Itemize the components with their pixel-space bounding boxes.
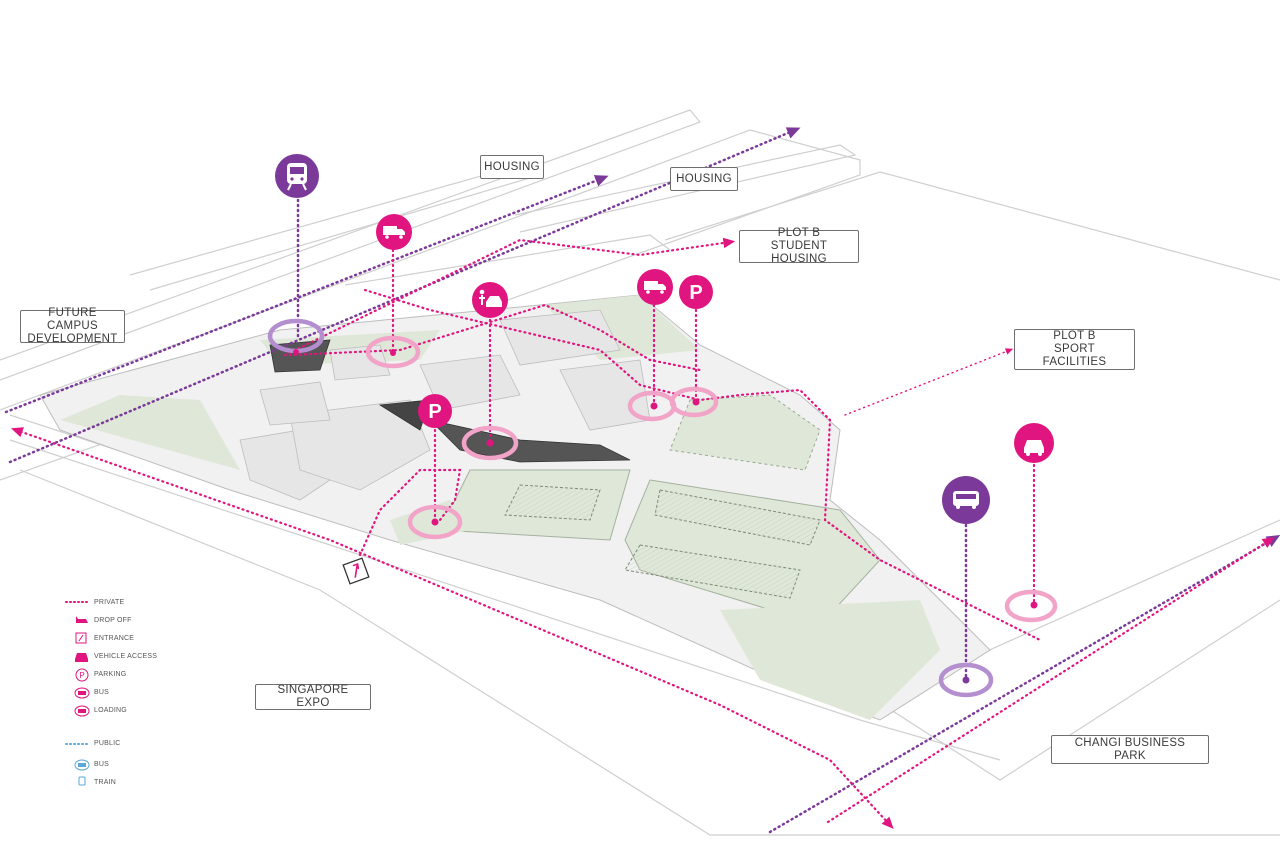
legend-bus-private: BUS (94, 689, 109, 696)
plot-b-student-line2: STUDENT HOUSING (770, 240, 828, 265)
legend-drop-off: DROP OFF (94, 617, 132, 624)
parking-ring-west (407, 504, 463, 540)
changi-business-park-label: CHANGI BUSINESS PARK (1051, 735, 1209, 764)
plot-b-sport-facilities-label: PLOT B SPORT FACILITIES (1014, 329, 1135, 370)
vehicle-access-icon (1014, 423, 1054, 463)
future-campus-label: FUTURE CAMPUS DEVELOPMENT (20, 307, 125, 345)
legend-bus-public: BUS (94, 761, 109, 768)
singapore-expo-label: SINGAPORE EXPO (255, 684, 371, 710)
parking-icon: P (679, 275, 713, 309)
future-campus-line1: FUTURE CAMPUS (46, 307, 98, 332)
housing-label-1: HOUSING (480, 155, 544, 179)
future-campus-line2: DEVELOPMENT (27, 333, 118, 345)
public-route-north (4, 175, 609, 414)
bus-stop-ring-east (938, 662, 994, 698)
changi-business-park-text: CHANGI BUSINESS PARK (1074, 736, 1186, 762)
parking-ring-east (669, 386, 719, 418)
bus-icon (942, 476, 990, 524)
public-route-east (768, 534, 1280, 834)
plot-b-sport-line1: PLOT B (1053, 330, 1096, 342)
svg-text:P: P (428, 401, 441, 423)
legend-train: TRAIN (94, 779, 116, 786)
legend-loading: LOADING (94, 707, 127, 714)
private-route-west (288, 303, 702, 372)
loading-truck-icon (376, 214, 412, 250)
plot-b-student-line1: PLOT B (777, 227, 821, 239)
private-route-southeast (826, 537, 1275, 824)
housing-label-1-text: HOUSING (484, 160, 540, 173)
housing-label-2: HOUSING (670, 167, 738, 191)
train-icon (275, 154, 319, 198)
private-route-parking-spur (358, 468, 462, 557)
private-route-loop (363, 288, 1042, 642)
parking-icon: P (418, 394, 452, 428)
public-route-main (8, 127, 801, 464)
legend-entrance: ENTRANCE (94, 635, 135, 642)
plot-b-student-housing-label: PLOT B STUDENT HOUSING (739, 227, 859, 265)
singapore-expo-text: SINGAPORE EXPO (277, 684, 349, 709)
svg-text:P: P (689, 282, 702, 304)
vehicle-access-ring (1004, 589, 1058, 623)
legend-private-title: PRIVATE (94, 599, 125, 606)
legend-public-title: PUBLIC (94, 740, 121, 747)
drop-off-icon (472, 282, 508, 318)
private-routes (11, 237, 1275, 829)
drop-off-ring (461, 425, 519, 461)
loading-ring-west (365, 335, 421, 369)
private-route-sport (844, 348, 1014, 416)
legend-parking: PARKING (94, 671, 127, 678)
svg-text:P: P (79, 671, 84, 680)
legend-symbols: P (65, 601, 91, 786)
loading-truck-icon (637, 269, 673, 305)
plot-b-sport-line2: SPORT FACILITIES (1042, 343, 1107, 368)
public-routes (4, 127, 1280, 834)
access-points (293, 349, 1038, 684)
housing-label-2-text: HOUSING (676, 172, 732, 185)
private-route-southwest (11, 427, 894, 829)
entrance-icon (342, 557, 370, 585)
access-rings (267, 318, 1058, 698)
legend-vehicle-access: VEHICLE ACCESS (94, 653, 158, 660)
private-route-north (283, 237, 736, 357)
site-base (39, 294, 991, 721)
